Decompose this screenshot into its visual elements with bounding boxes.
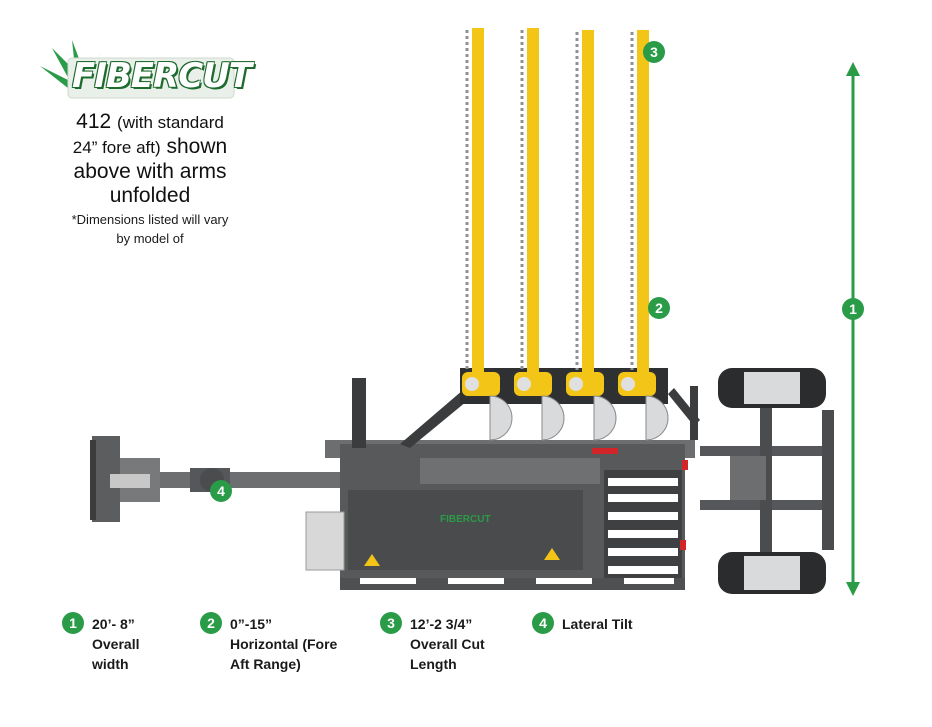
logo-wordmark: FIBERCUT: [72, 56, 252, 96]
legend-badge: 3: [380, 612, 402, 634]
warning-triangle-icon: [364, 554, 380, 566]
legend-badge: 1: [62, 612, 84, 634]
legend-1-line2: Overall: [92, 636, 140, 652]
dimension-arrow-icon: [846, 62, 860, 596]
callout-3: 3: [643, 41, 665, 63]
rear-axle: [700, 392, 834, 568]
caption-line2a: 24” fore aft): [72, 138, 161, 157]
callout-4: 4: [210, 480, 232, 502]
hitch: [90, 436, 340, 522]
legend-badge: 2: [200, 612, 222, 634]
legend-3-line1: 12’-2 3/4”: [410, 616, 473, 632]
legend-2-line3: Aft Range): [230, 656, 301, 672]
legend-1-line3: width: [92, 656, 129, 672]
caption-note2: by model of: [116, 231, 184, 246]
caption-line1-rest: (with standard: [117, 113, 224, 132]
legend-3-line3: Length: [410, 656, 457, 672]
caption-line3: above with arms: [73, 160, 227, 183]
hemp-leaf-icon: [40, 40, 235, 99]
cutter-heads: [460, 368, 669, 441]
fibercut-logo: FIBERCUT: [38, 32, 252, 104]
caption-line2b: shown: [166, 135, 228, 158]
legend-3-line2: Overall Cut: [410, 636, 485, 652]
caption-line4: unfolded: [109, 184, 191, 207]
legend-badge: 4: [532, 612, 554, 634]
model-caption: 412 (with standard 24” fore aft) shown a…: [30, 110, 270, 246]
cutter-booms: [465, 28, 649, 372]
main-frame: FIBERCUT: [305, 440, 695, 590]
legend-4-line1: Lateral Tilt: [562, 616, 633, 632]
legend-1-line1: 20’- 8”: [92, 616, 135, 632]
arm-supports: [352, 378, 700, 448]
frame-logo-label: FIBERCUT: [440, 514, 491, 525]
callout-1: 1: [842, 298, 864, 320]
wheel-bottom: [718, 552, 826, 594]
legend-2-line1: 0”-15”: [230, 616, 273, 632]
caption-note1: *Dimensions listed will vary: [71, 212, 229, 227]
callout-2: 2: [648, 297, 670, 319]
legend-2-line2: Horizontal (Fore: [230, 636, 338, 652]
model-number: 412: [76, 110, 112, 133]
warning-triangle-icon: [544, 548, 560, 560]
wheel-top: [718, 368, 826, 408]
